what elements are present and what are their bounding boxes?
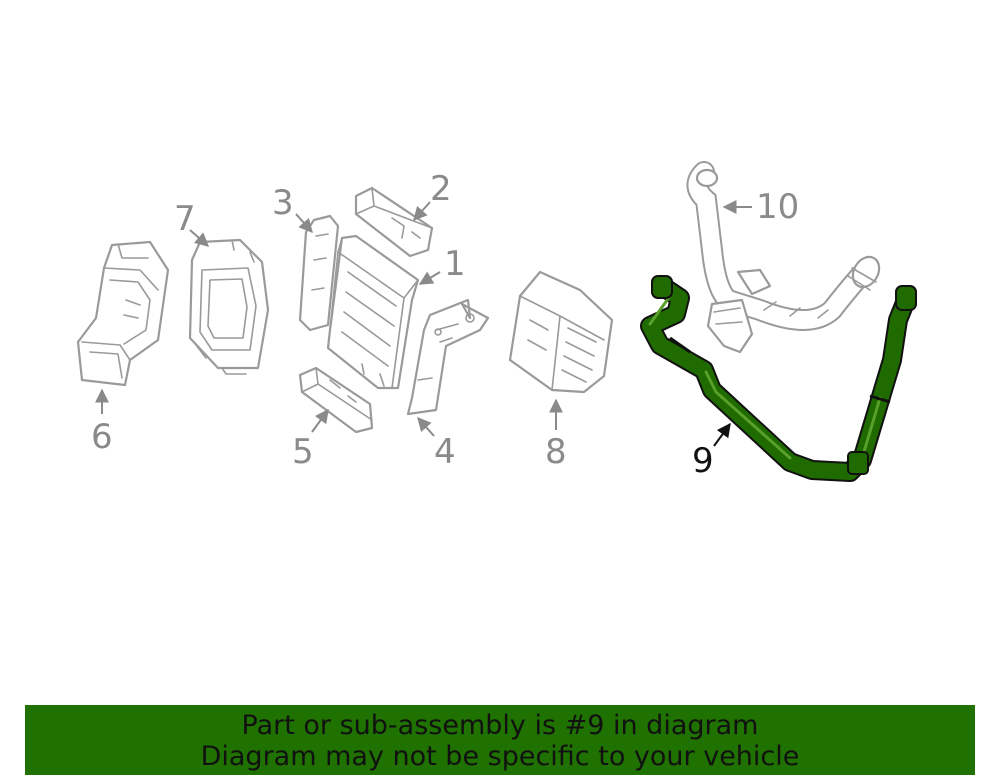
callout-7: 7	[174, 199, 196, 239]
banner-line-2: Diagram may not be specific to your vehi…	[200, 741, 800, 772]
leader-7	[189, 229, 210, 247]
part-10-hose-assembly[interactable]	[686, 161, 884, 354]
leader-2	[413, 201, 431, 222]
leader-1	[418, 271, 441, 285]
leader-4	[417, 416, 435, 437]
part-2-relay[interactable]	[354, 186, 434, 258]
callout-8: 8	[545, 432, 567, 472]
leader-5	[311, 408, 329, 433]
callout-6: 6	[91, 417, 113, 457]
parts-diagram: 1 2 3 4 5 6 7 8 9 10	[76, 161, 917, 482]
part-4-bracket[interactable]	[406, 298, 490, 416]
part-9-coolant-hose[interactable]	[640, 275, 917, 482]
info-banner: Part or sub-assembly is #9 in diagram Di…	[25, 705, 975, 775]
leader-3	[295, 213, 313, 234]
leader-9	[713, 422, 731, 447]
part-5-bracket[interactable]	[298, 366, 374, 434]
callout-5: 5	[292, 432, 314, 472]
part-3-bracket[interactable]	[298, 214, 340, 332]
callout-1: 1	[444, 244, 466, 284]
banner-line-1: Part or sub-assembly is #9 in diagram	[241, 710, 759, 741]
part-8-ecu[interactable]	[508, 270, 614, 394]
callout-labels: 1 2 3 4 5 6 7 8 9 10	[91, 169, 799, 481]
callout-9: 9	[692, 441, 714, 481]
leader-lines	[95, 200, 752, 447]
part-1-control-unit[interactable]	[326, 234, 420, 390]
part-7-module-bracket[interactable]	[188, 238, 270, 375]
callout-4: 4	[434, 432, 456, 472]
callout-3: 3	[272, 183, 294, 223]
callout-2: 2	[430, 169, 452, 209]
part-6-air-duct[interactable]	[76, 240, 170, 387]
callout-10: 10	[756, 187, 799, 227]
